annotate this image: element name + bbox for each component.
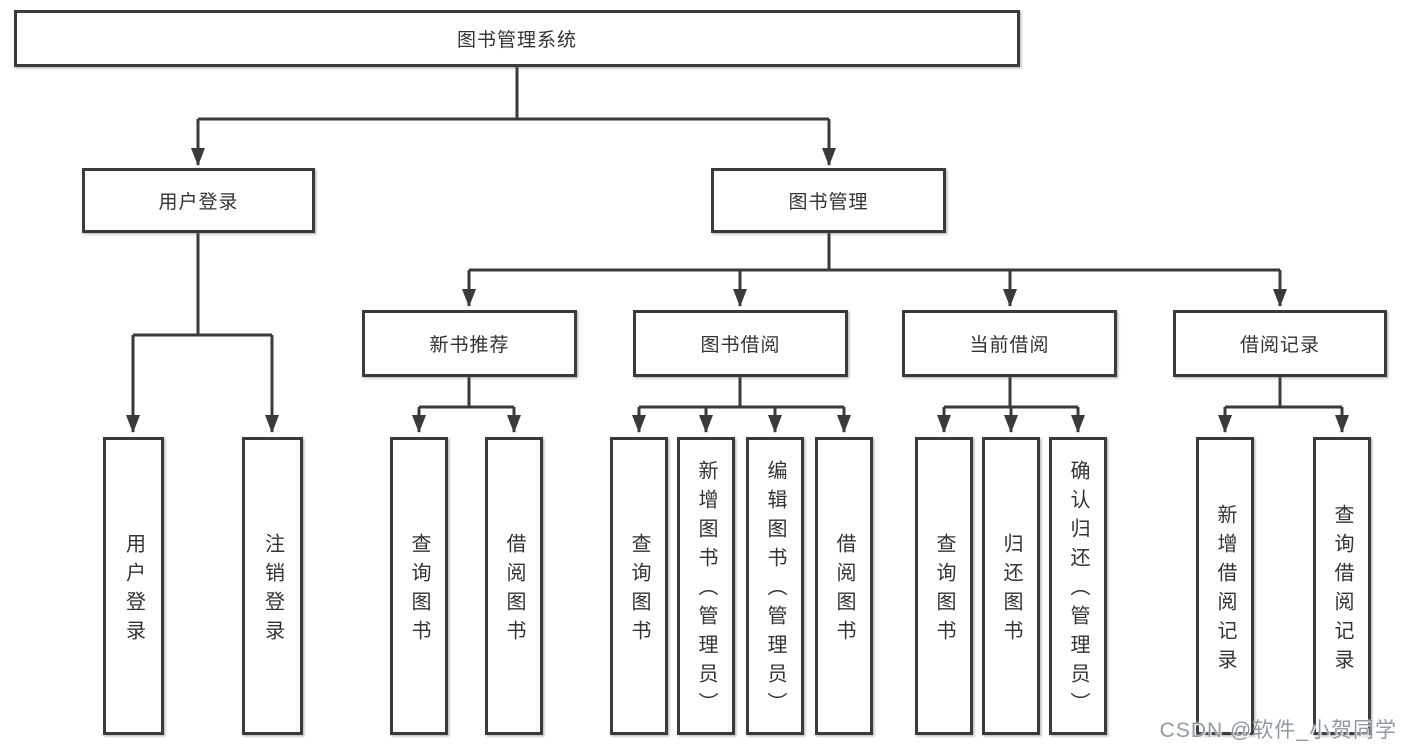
leaf-label: 借阅图书 (503, 532, 525, 649)
node-root-system: 图书管理系统 (14, 10, 1020, 67)
leaf-label: 注销登录 (261, 532, 284, 649)
leaf-query-borrow-record: 查询借阅记录 (1313, 437, 1371, 735)
leaf-edit-book-admin: 编辑图书（管理员） (746, 437, 804, 735)
leaf-label: 查询图书 (408, 532, 430, 649)
leaf-add-borrow-record: 新增借阅记录 (1196, 437, 1254, 735)
leaf-label: 查询图书 (933, 532, 955, 649)
node-borrow-records: 借阅记录 (1173, 310, 1387, 377)
leaf-label: 查询借阅记录 (1331, 503, 1353, 678)
leaf-borrow-books-1: 借阅图书 (485, 437, 543, 735)
leaf-query-books-1: 查询图书 (390, 437, 448, 735)
leaf-label: 用户登录 (122, 532, 145, 649)
leaf-add-book-admin: 新增图书（管理员） (677, 437, 735, 735)
leaf-label: 新增借阅记录 (1214, 503, 1236, 678)
leaf-user-login: 用户登录 (103, 437, 164, 735)
leaf-query-books-3: 查询图书 (915, 437, 973, 735)
node-new-book-recommend: 新书推荐 (362, 310, 577, 377)
leaf-return-book: 归还图书 (982, 437, 1040, 735)
csdn-watermark: CSDN @软件_小贺同学 (1159, 719, 1397, 742)
leaf-label: 查询图书 (628, 532, 650, 649)
leaf-borrow-books-2: 借阅图书 (815, 437, 873, 735)
node-book-borrow: 图书借阅 (633, 310, 848, 377)
leaf-label: 借阅图书 (833, 532, 855, 649)
leaf-query-books-2: 查询图书 (610, 437, 668, 735)
leaf-label: 新增图书（管理员） (695, 460, 717, 721)
leaf-logout: 注销登录 (242, 437, 303, 735)
node-user-login: 用户登录 (82, 168, 315, 233)
leaf-label: 归还图书 (1000, 532, 1022, 649)
leaf-confirm-return-admin: 确认归还（管理员） (1049, 437, 1107, 735)
node-book-management: 图书管理 (711, 168, 946, 233)
node-current-borrow: 当前借阅 (902, 310, 1117, 377)
leaf-label: 编辑图书（管理员） (764, 460, 786, 721)
leaf-label: 确认归还（管理员） (1067, 460, 1089, 721)
